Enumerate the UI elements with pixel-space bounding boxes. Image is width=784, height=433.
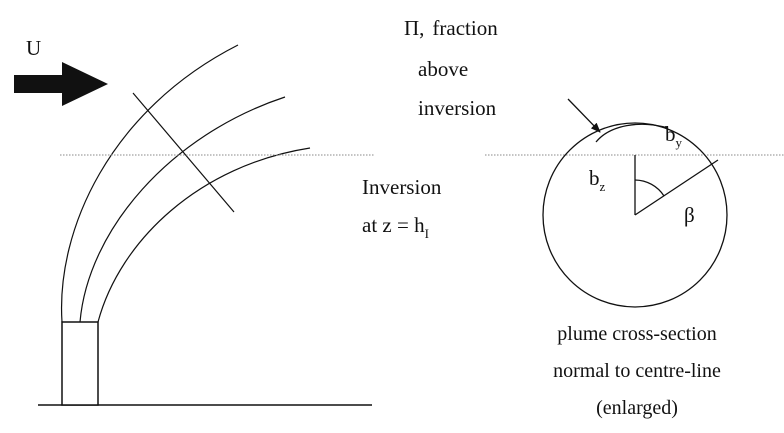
inversion-height-subscript: I [425,226,429,241]
plume-cross-section-circle [542,122,728,308]
slanted-radius-line [634,159,719,216]
caption-line3: (enlarged) [596,397,678,419]
fraction-pointer-arrow [567,98,601,133]
bz-base: b [589,166,600,190]
fraction-word: fraction [432,16,498,40]
fraction-label-line1: Π, fraction [404,16,498,40]
inversion-label-line2: at z = hI [362,213,429,241]
plume-centre-line [79,96,286,323]
angle-beta-label: β [684,203,695,227]
angle-arc [634,179,665,197]
by-label: by [665,122,683,150]
inversion-label-line1: Inversion [362,175,442,199]
bz-label: bz [589,166,606,194]
plume-cross-section-line [132,92,235,213]
by-subscript: y [676,135,683,150]
caption-line1: plume cross-section [557,323,716,345]
plume-left-edge [60,44,239,323]
wind-arrow-icon [14,62,108,106]
fraction-label-line3: inversion [418,96,497,120]
plume-right-edge [97,147,311,323]
fraction-symbol: Π, [404,16,424,40]
fraction-above-arc [595,123,669,143]
caption-line2: normal to centre-line [553,360,721,382]
wind-label: U [26,36,41,60]
by-base: b [665,122,676,146]
chimney-stack [61,321,99,406]
inversion-height-text: at z = h [362,213,425,237]
bz-subscript: z [600,179,606,194]
fraction-label-line2: above [418,57,468,81]
